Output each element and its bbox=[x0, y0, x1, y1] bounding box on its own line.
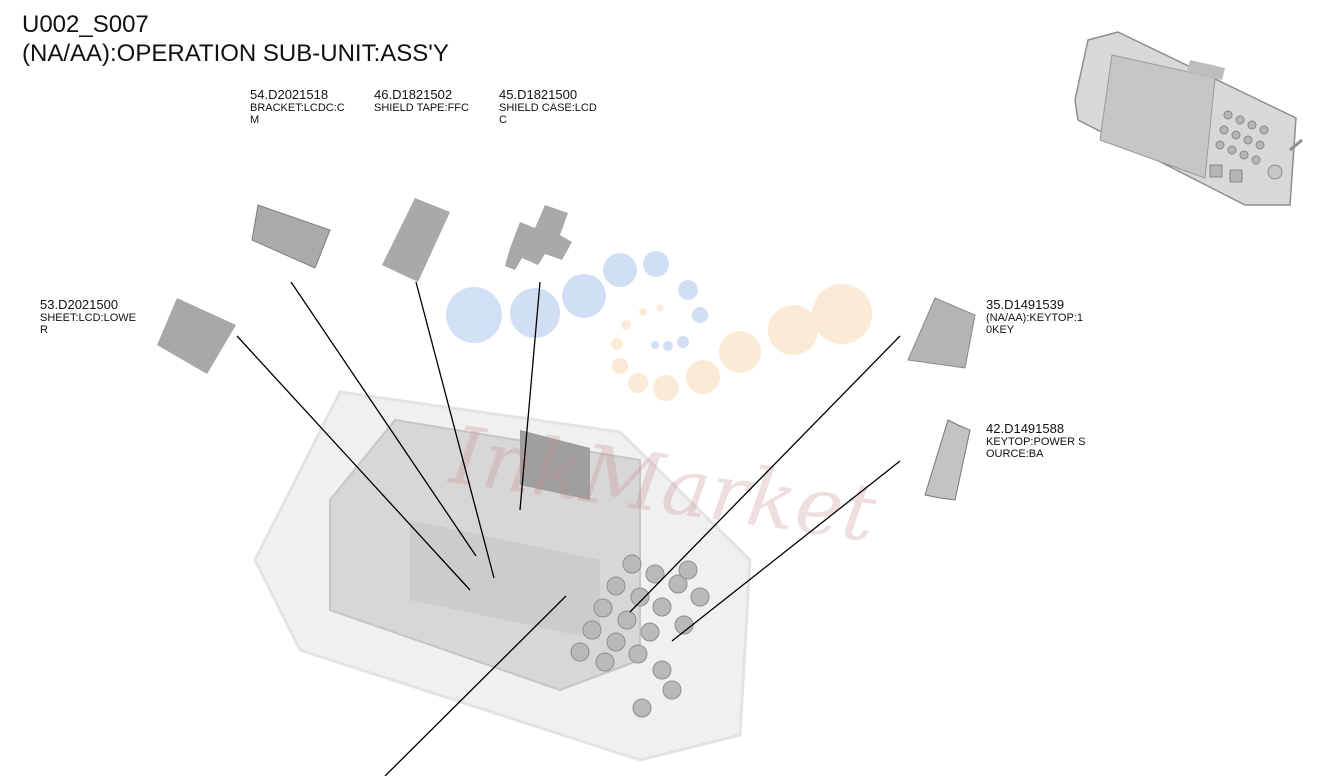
leader-line-45 bbox=[519, 281, 541, 511]
leader-line-46 bbox=[415, 281, 495, 579]
part-label-54[interactable]: 54.D2021518 BRACKET:LCDC:C M bbox=[250, 87, 362, 126]
leader-line-42 bbox=[671, 460, 901, 642]
part-description-cont: 0KEY bbox=[986, 324, 1015, 336]
bracket-lcdc-part[interactable] bbox=[251, 204, 331, 269]
diagram-code: U002_S007 bbox=[22, 11, 149, 38]
unit-thumbnail bbox=[1074, 31, 1303, 206]
leader-line-54 bbox=[290, 281, 477, 557]
diagram-title: (NA/AA):OPERATION SUB-UNIT:ASS'Y bbox=[22, 40, 449, 67]
part-number: 46.D1821502 bbox=[374, 87, 453, 102]
part-number: 53.D2021500 bbox=[40, 297, 119, 312]
lcd-lower-sheet-part[interactable] bbox=[157, 298, 236, 374]
part-number: 45.D1821500 bbox=[499, 87, 578, 102]
part-label-45[interactable]: 45.D1821500 SHIELD CASE:LCD C bbox=[499, 87, 614, 126]
leader-line-bottom bbox=[384, 595, 567, 776]
part-description: (NA/AA):KEYTOP:1 bbox=[986, 312, 1083, 324]
keytop-power-part[interactable] bbox=[924, 419, 971, 501]
part-description: SHIELD TAPE:FFC bbox=[374, 102, 469, 114]
part-label-35[interactable]: 35.D1491539 (NA/AA):KEYTOP:1 0KEY bbox=[986, 297, 1101, 336]
part-description: BRACKET:LCDC:C bbox=[250, 102, 345, 114]
leader-line-53 bbox=[236, 335, 471, 591]
part-label-53[interactable]: 53.D2021500 SHEET:LCD:LOWE R bbox=[40, 297, 155, 336]
part-description-cont: M bbox=[250, 114, 260, 126]
part-number: 54.D2021518 bbox=[250, 87, 329, 102]
watermark-logo bbox=[446, 251, 872, 401]
shield-case-part[interactable] bbox=[505, 205, 572, 270]
part-description-cont: OURCE:BA bbox=[986, 448, 1044, 460]
leader-line-35 bbox=[629, 335, 901, 613]
part-description-cont: C bbox=[499, 114, 507, 126]
part-description: SHEET:LCD:LOWE bbox=[40, 312, 136, 324]
leader-lines bbox=[236, 281, 901, 776]
part-description-cont: R bbox=[40, 324, 48, 336]
part-label-46[interactable]: 46.D1821502 SHIELD TAPE:FFC bbox=[374, 87, 489, 114]
keypad-group bbox=[570, 554, 710, 718]
shield-tape-part[interactable] bbox=[382, 198, 450, 282]
part-description: SHIELD CASE:LCD bbox=[499, 102, 597, 114]
part-number: 35.D1491539 bbox=[986, 297, 1065, 312]
keytop-10key-part[interactable] bbox=[907, 297, 976, 369]
part-label-42[interactable]: 42.D1491588 KEYTOP:POWER S OURCE:BA bbox=[986, 421, 1101, 460]
part-description: KEYTOP:POWER S bbox=[986, 436, 1086, 448]
part-number: 42.D1491588 bbox=[986, 421, 1065, 436]
